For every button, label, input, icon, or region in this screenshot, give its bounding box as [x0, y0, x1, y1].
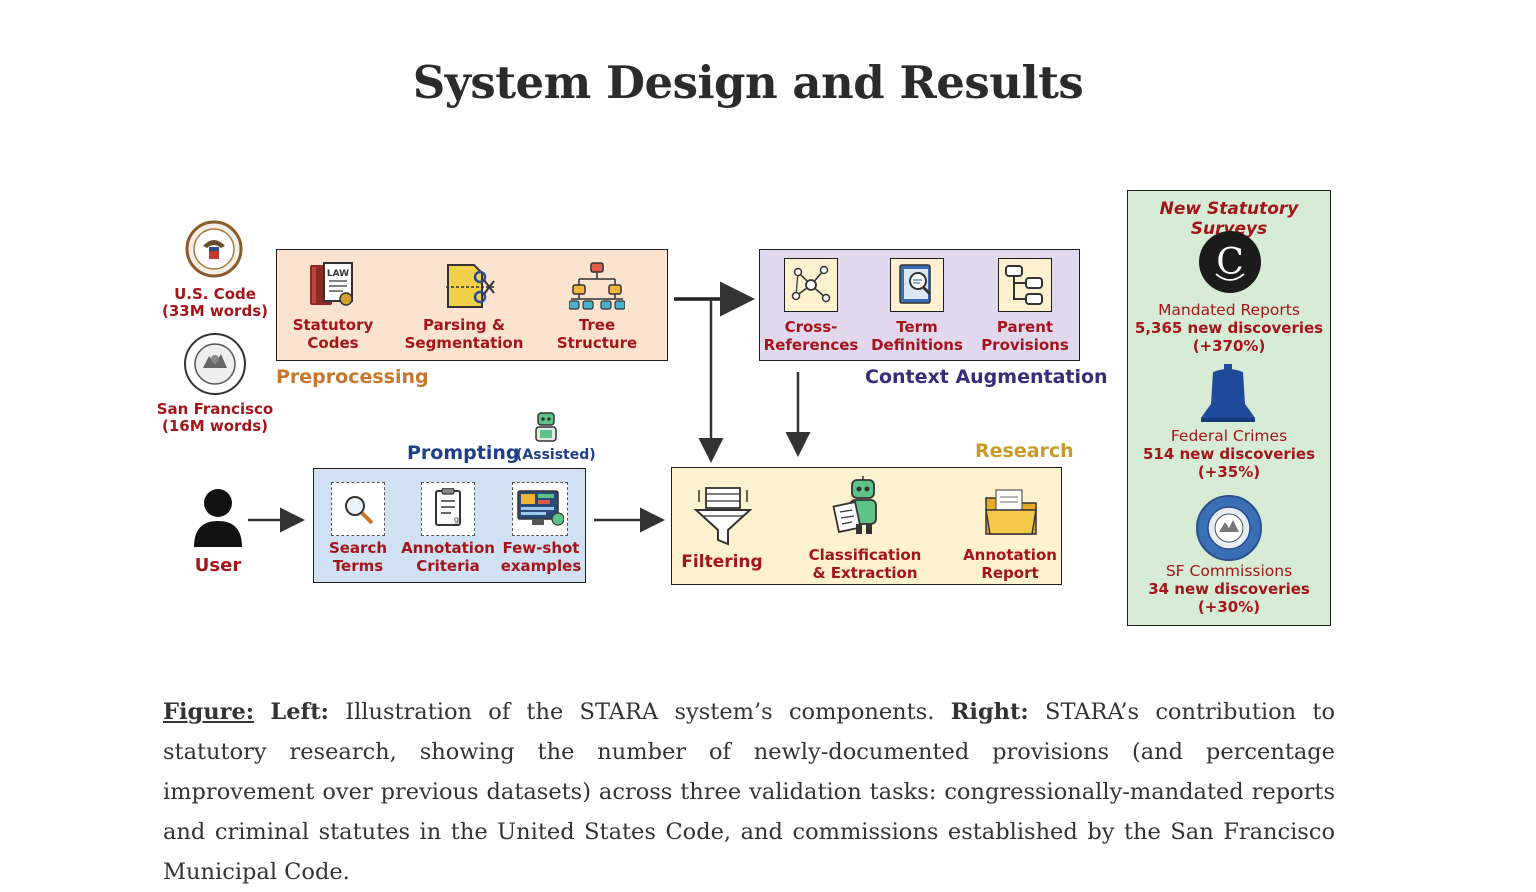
us-seal-icon — [185, 220, 243, 278]
step-statutory-codes: Statutory Codes — [286, 316, 380, 352]
step-term-line1: Term — [896, 318, 938, 336]
step-parsing-segmentation: Parsing & Segmentation — [400, 316, 528, 352]
tree-structure-icon — [569, 262, 625, 310]
user-icon — [194, 489, 242, 547]
liberty-bell-icon — [1201, 364, 1255, 422]
step-tree-structure: Tree Structure — [552, 316, 642, 352]
step-few-shot-line2: examples — [500, 557, 582, 575]
step-report-line1: Annotation — [963, 546, 1057, 564]
caption-left-label: Left: — [270, 699, 329, 725]
survey-mandated-reports-pct: (+370%) — [1192, 337, 1266, 355]
research-label: Research — [975, 440, 1074, 462]
svg-text:g: g — [454, 515, 459, 524]
survey-mandated-reports-name: Mandated Reports — [1158, 301, 1300, 319]
step-classification-line2: & Extraction — [812, 564, 918, 582]
survey-sf-commissions-name: SF Commissions — [1165, 562, 1293, 580]
funnel-icon — [694, 487, 752, 546]
figure-caption: Figure: Left: Illustration of the STARA … — [163, 692, 1335, 892]
step-report-line2: Report — [981, 564, 1039, 582]
step-statutory-codes-line2: Codes — [307, 334, 359, 352]
step-term-definitions: Term Definitions — [868, 318, 966, 354]
hierarchy-icon — [1005, 265, 1043, 305]
step-parsing-line2: Segmentation — [404, 334, 524, 352]
step-parsing-line1: Parsing & — [423, 316, 505, 334]
law-book-icon: LAW — [310, 262, 353, 306]
magnifier-icon — [345, 496, 374, 525]
source-us-code: U.S. Code (33M words) — [150, 286, 280, 320]
step-parent-line1: Parent — [996, 318, 1054, 336]
step-few-shot: Few-shot examples — [492, 539, 590, 575]
caption-right-label: Right: — [950, 699, 1029, 725]
survey-mandated-reports-count: 5,365 new discoveries — [1134, 319, 1324, 337]
book-search-icon — [899, 264, 932, 304]
folder-icon — [985, 489, 1037, 535]
cross-references-tile — [784, 258, 838, 312]
step-cross-ref-line1: Cross- — [784, 318, 838, 336]
caption-figure-label: Figure: — [163, 699, 255, 725]
preprocessing-label: Preprocessing — [276, 366, 429, 388]
step-parent-provisions: Parent Provisions — [976, 318, 1074, 354]
checklist-icon: g — [435, 488, 461, 526]
congress-logo-icon: C — [1199, 231, 1261, 293]
step-annotation-criteria: Annotation Criteria — [398, 539, 498, 575]
robot-icon — [832, 476, 877, 534]
network-icon — [791, 265, 831, 303]
step-filtering: Filtering — [681, 552, 763, 572]
step-tree-line1: Tree — [578, 316, 616, 334]
surveys-title: New Statutory Surveys — [1159, 199, 1299, 239]
context-augmentation-label: Context Augmentation — [865, 366, 1108, 388]
prompting-label: Prompting — [407, 442, 520, 464]
city-attorney-seal-icon — [1196, 495, 1262, 561]
step-tree-line2: Structure — [556, 334, 638, 352]
survey-federal-crimes-pct: (+35%) — [1197, 463, 1261, 481]
step-search-line2: Terms — [332, 557, 384, 575]
step-cross-ref-line2: References — [763, 336, 859, 354]
survey-sf-commissions-count: 34 new discoveries — [1148, 580, 1310, 598]
screen-examples-icon — [517, 490, 564, 526]
svg-text:LAW: LAW — [327, 269, 349, 279]
step-parent-line2: Provisions — [981, 336, 1069, 354]
step-criteria-line1: Annotation — [401, 539, 495, 557]
step-criteria-line2: Criteria — [416, 557, 480, 575]
page-title: System Design and Results — [412, 56, 1084, 109]
prompting-assisted-label: (Assisted) — [516, 447, 596, 463]
step-annotation-report: Annotation Report — [956, 546, 1064, 582]
source-sf-name: San Francisco — [156, 400, 274, 418]
source-us-code-name: U.S. Code — [174, 285, 256, 303]
caption-left-text: Illustration of the STARA system’s compo… — [328, 699, 951, 725]
survey-sf-commissions-pct: (+30%) — [1197, 598, 1261, 616]
step-cross-references: Cross- References — [762, 318, 860, 354]
step-statutory-codes-line1: Statutory — [292, 316, 374, 334]
caption-right-text: STARA’s contribution to statutory resear… — [163, 699, 1336, 885]
svg-text:C: C — [1216, 242, 1244, 283]
user-label: User — [194, 555, 242, 576]
source-san-francisco: San Francisco (16M words) — [150, 401, 280, 435]
sf-seal-icon — [184, 333, 246, 395]
step-classification-extraction: Classification & Extraction — [800, 546, 930, 582]
step-term-line2: Definitions — [871, 336, 963, 354]
scissors-document-icon — [446, 264, 495, 308]
step-few-shot-line1: Few-shot — [502, 539, 580, 557]
survey-federal-crimes-name: Federal Crimes — [1170, 427, 1288, 445]
step-classification-line1: Classification — [808, 546, 922, 564]
small-robot-icon — [535, 412, 557, 442]
step-search-terms: Search Terms — [310, 539, 406, 575]
step-search-line1: Search — [328, 539, 388, 557]
source-us-code-size: (33M words) — [162, 302, 268, 320]
survey-federal-crimes-count: 514 new discoveries — [1142, 445, 1316, 463]
source-sf-size: (16M words) — [162, 417, 268, 435]
